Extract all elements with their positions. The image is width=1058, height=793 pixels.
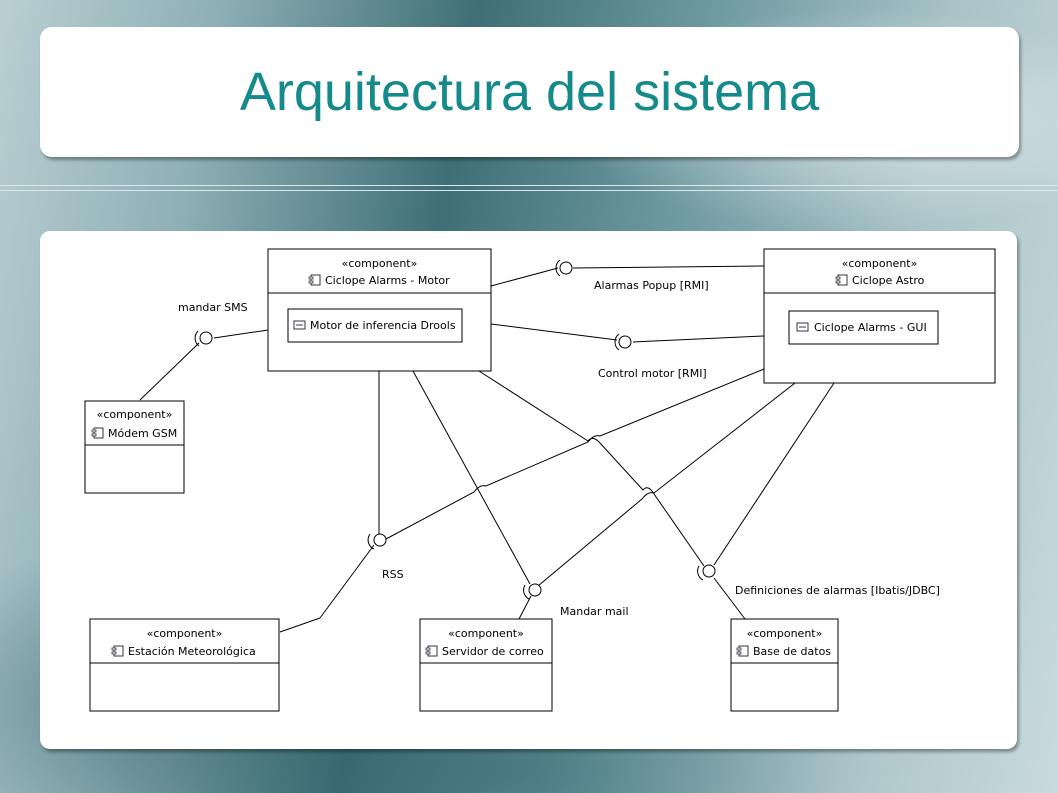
component-motor-name: Ciclope Alarms - Motor [325, 274, 450, 287]
interface-defs-icon [697, 564, 716, 581]
component-astro: «component» Ciclope Astro Ciclope Alarms… [763, 248, 996, 384]
component-motor: «component» Ciclope Alarms - Motor Motor… [267, 248, 492, 372]
page-title: Arquitectura del sistema [239, 62, 820, 122]
component-icon [736, 645, 749, 657]
component-estacion: «component» Estación Meteorológica [89, 618, 280, 712]
label-definiciones-alarmas: Definiciones de alarmas [Ibatis/JDBC] [735, 584, 940, 597]
stereotype-label: «component» [747, 627, 823, 640]
inner-part-gui [788, 310, 939, 345]
component-bd-name: Base de datos [753, 645, 831, 658]
connectors [139, 265, 835, 633]
component-estacion-name: Estación Meteorológica [128, 645, 256, 658]
inner-part-drools-label: Motor de inferencia Drools [310, 319, 456, 332]
label-alarmas-popup: Alarmas Popup [RMI] [594, 279, 709, 292]
component-icon [308, 274, 321, 286]
connector-astro-rss [385, 368, 765, 540]
component-astro-name: Ciclope Astro [852, 274, 925, 287]
component-icon [111, 645, 124, 657]
title-panel: Arquitectura del sistema [40, 27, 1019, 157]
connector-astro-defs [713, 382, 835, 566]
stereotype-label: «component» [147, 627, 223, 640]
connector-estacion-rss-a [279, 617, 321, 633]
connector-motor-control [490, 323, 618, 341]
interfaces [194, 259, 716, 600]
connector-motor-sms [213, 329, 269, 339]
component-gsm-name: Módem GSM [108, 427, 177, 440]
divider-line [0, 185, 1058, 186]
connector-astro-mail [537, 382, 796, 587]
connector-correo-mail [518, 595, 532, 620]
interface-mail-icon [523, 583, 542, 600]
connector-estacion-rss-b [319, 544, 375, 619]
connector-astro-popup [572, 265, 765, 269]
component-correo: «component» Servidor de correo [419, 618, 553, 712]
component-icon [425, 645, 438, 657]
component-icon [835, 274, 848, 286]
component-bd: «component» Base de datos [730, 618, 839, 712]
connector-bd-defs [713, 577, 746, 620]
part-icon [796, 322, 809, 332]
inner-part-gui-label: Ciclope Alarms - GUI [814, 321, 927, 334]
connector-motor-mail [412, 370, 531, 585]
label-control-motor: Control motor [RMI] [598, 367, 707, 380]
stereotype-label: «component» [342, 257, 418, 270]
label-mandar-sms: mandar SMS [178, 301, 248, 314]
component-icon [91, 427, 104, 439]
connector-motor-defs [478, 370, 705, 567]
stereotype-label: «component» [842, 257, 918, 270]
component-gsm: «component» Módem GSM [84, 400, 185, 494]
connector-motor-popup [490, 267, 559, 287]
interface-rss-icon [367, 533, 387, 550]
interface-control-icon [614, 333, 632, 351]
connector-gsm-sms [139, 342, 200, 401]
divider-line [0, 190, 1058, 191]
connector-astro-control [632, 335, 765, 343]
part-icon [293, 320, 306, 330]
interface-sms-icon [194, 330, 213, 347]
inner-part-drools [287, 308, 463, 343]
label-mandar-mail: Mandar mail [560, 605, 629, 618]
interface-popup-icon [555, 259, 573, 277]
label-rss: RSS [382, 568, 404, 581]
stereotype-label: «component» [97, 408, 173, 421]
component-correo-name: Servidor de correo [442, 645, 544, 658]
stereotype-label: «component» [448, 627, 524, 640]
